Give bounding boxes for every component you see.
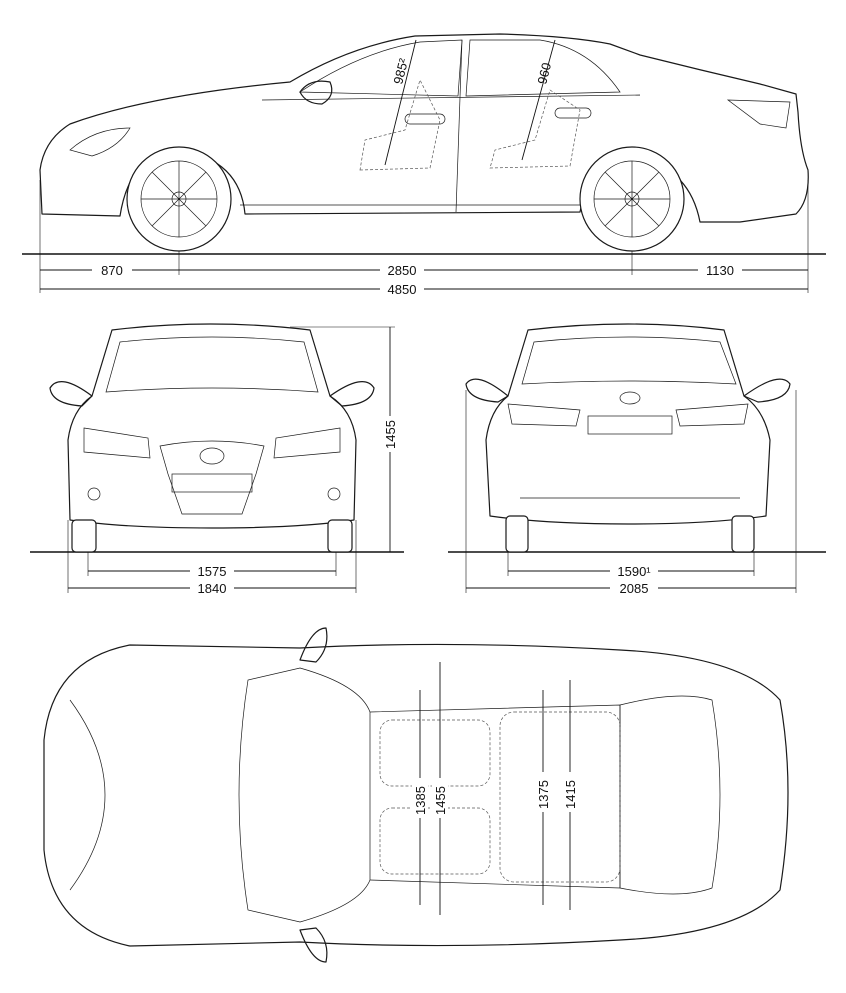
front-track-bg (190, 563, 234, 579)
top-body-outline (43, 643, 789, 947)
top-rear-cabin-bg (562, 772, 578, 812)
front-foglight-right (327, 487, 341, 501)
rear-mirror-left (465, 378, 509, 403)
top-rear-cabin-label: 1415 (563, 780, 578, 809)
rear-taillight-right (675, 403, 749, 427)
rear-track-label: 1590¹ (617, 564, 651, 579)
front-lexus-logo-icon (199, 447, 225, 465)
side-headlight (69, 127, 131, 157)
rear-lexus-logo-icon (619, 391, 641, 405)
top-mirror-left (299, 627, 328, 663)
side-view: 985² 960 870 2850 1130 4850 (22, 33, 826, 297)
rear-width-bg (610, 580, 658, 596)
front-license-plate (171, 473, 253, 493)
top-view: 1385 1455 1375 1415 (43, 627, 789, 963)
front-mirror-right (329, 381, 375, 407)
top-rear-shoulder-bg (535, 772, 551, 812)
side-wheelbase-bg (380, 262, 424, 278)
side-rear-wheel (579, 146, 685, 252)
front-spindle-grille (159, 440, 265, 515)
side-beltline (261, 94, 641, 101)
side-front-seat (359, 79, 441, 171)
side-overall-length-label: 4850 (388, 282, 417, 297)
rear-view: 1590¹ 2085 (448, 323, 826, 596)
rear-taillight-left (507, 403, 581, 427)
side-taillight (726, 99, 791, 129)
front-foglight-left (87, 487, 101, 501)
front-windshield (105, 336, 319, 393)
top-rear-window (619, 695, 721, 895)
side-front-overhang-bg (92, 262, 132, 278)
side-rear-door-handle (554, 107, 592, 119)
rear-license-plate (587, 415, 673, 435)
rear-body-outline (485, 323, 771, 525)
rear-mirror-right (743, 378, 791, 403)
side-front-wheel (126, 146, 232, 252)
top-hood-line (69, 699, 106, 891)
top-front-seat-left (379, 719, 491, 787)
rear-tire-right (731, 515, 755, 553)
side-rear-overhang-label: 1130 (706, 263, 734, 278)
top-roof (369, 704, 621, 889)
side-front-door-handle (404, 113, 446, 125)
side-rear-seat (489, 89, 581, 169)
top-front-cabin-label: 1455 (433, 786, 448, 815)
front-mirror-left (49, 381, 93, 407)
front-width-bg (190, 580, 234, 596)
rear-window (521, 336, 737, 385)
front-overall-height-label: 1455 (383, 420, 398, 449)
side-window-front (298, 39, 463, 97)
rear-track-bg (610, 563, 658, 579)
rear-width-mirrors-label: 2085 (620, 581, 649, 596)
top-front-shoulder-label: 1385 (413, 786, 428, 815)
top-rear-bench (499, 711, 621, 883)
side-rear-overhang-bg (698, 262, 742, 278)
front-tire-left (71, 519, 97, 553)
rear-tire-left (505, 515, 529, 553)
side-body-outline (39, 33, 809, 223)
side-window-rear (465, 39, 621, 97)
front-view: 1455 1575 1840 (30, 323, 404, 596)
top-mirror-right (299, 927, 328, 963)
side-b-pillar (455, 39, 463, 213)
front-tire-right (327, 519, 353, 553)
side-rear-headroom-arrow (521, 39, 556, 161)
side-rear-headroom-label: 960 (534, 61, 554, 86)
side-front-headroom-label: 985² (390, 56, 411, 86)
side-length-bg (380, 281, 424, 297)
front-overall-width-label: 1840 (198, 581, 227, 596)
side-mirror (299, 80, 333, 105)
top-windshield (238, 667, 371, 923)
front-height-bg (382, 416, 398, 452)
top-front-cabin-bg (432, 778, 448, 818)
front-track-label: 1575 (198, 564, 227, 579)
front-headlight-right (273, 427, 341, 459)
side-wheelbase-label: 2850 (388, 263, 417, 278)
front-headlight-left (83, 427, 151, 459)
side-front-headroom-arrow (384, 39, 417, 166)
top-rear-shoulder-label: 1375 (536, 780, 551, 809)
top-front-shoulder-bg (412, 778, 428, 818)
front-body-outline (67, 323, 357, 529)
side-front-overhang-label: 870 (101, 263, 123, 278)
